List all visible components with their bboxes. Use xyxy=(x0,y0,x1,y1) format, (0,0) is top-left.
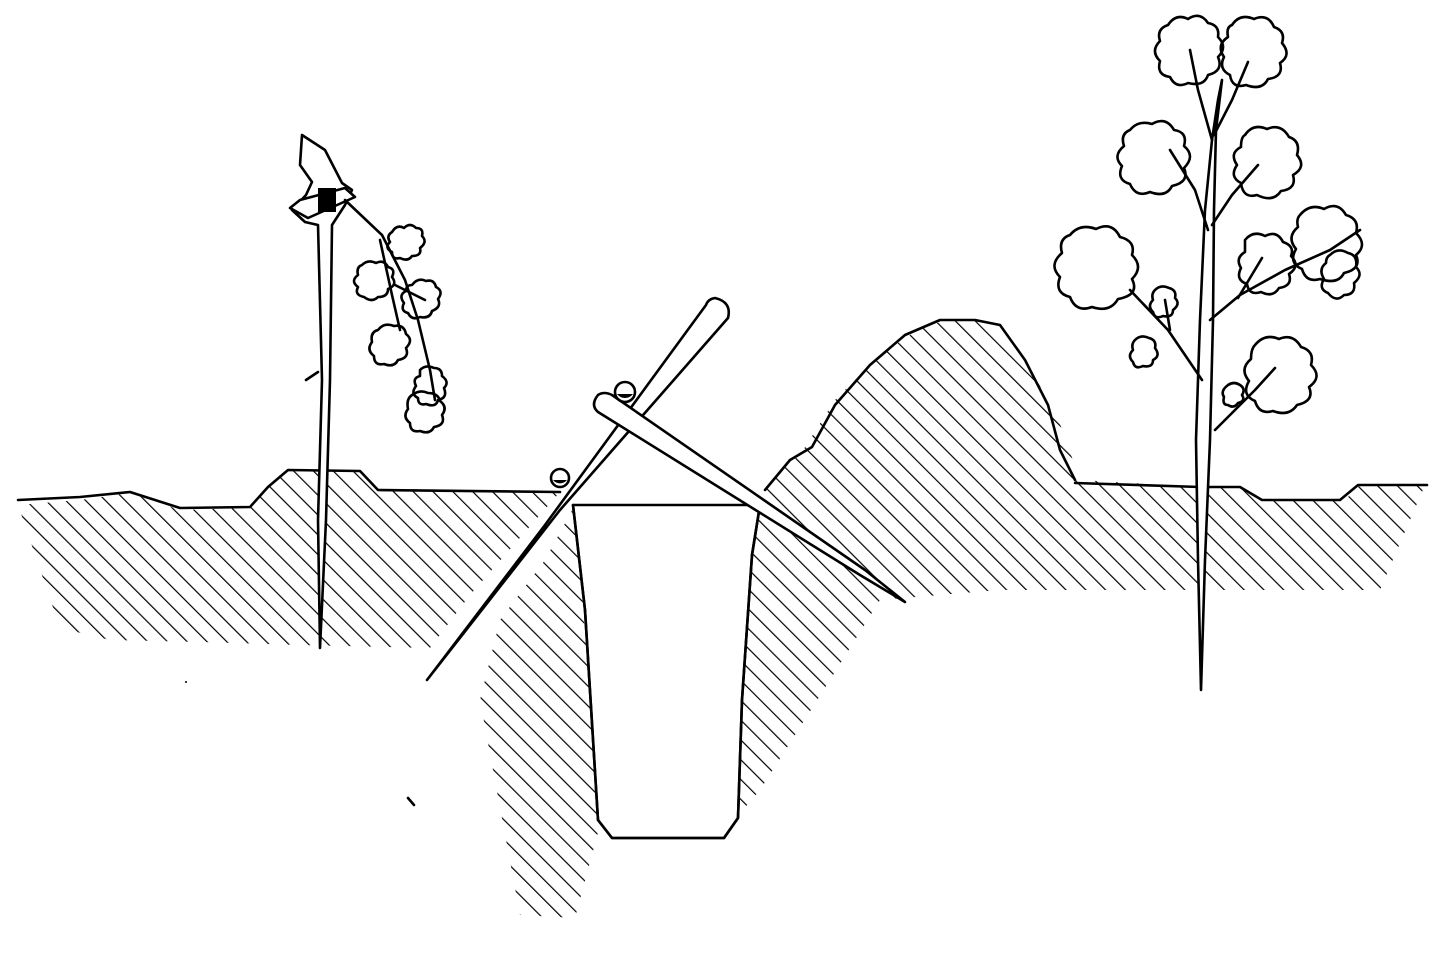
binding-block xyxy=(318,188,336,212)
hanging-branch xyxy=(345,200,447,432)
stray-dot xyxy=(185,681,187,683)
pit xyxy=(573,505,760,838)
log-end-lower xyxy=(551,469,569,487)
stray-mark xyxy=(408,798,414,805)
log-end-upper xyxy=(615,382,635,402)
